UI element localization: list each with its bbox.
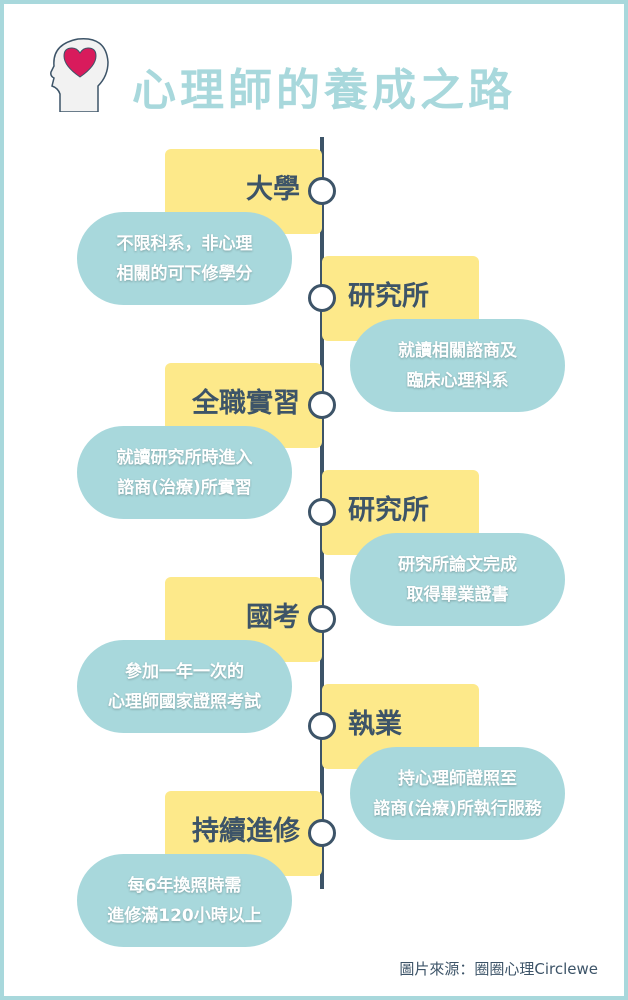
image-source: 圖片來源：圈圈心理Circlewe (399, 960, 598, 978)
step-description-text: 參加一年一次的 心理師國家證照考試 (108, 661, 261, 712)
step-description-text: 持心理師證照至 諮商(治療)所執行服務 (373, 768, 542, 819)
step-label: 全職實習 (192, 388, 300, 419)
step-label: 研究所 (348, 281, 429, 312)
timeline-node (308, 819, 336, 847)
step-description: 研究所論文完成 取得畢業證書 (350, 533, 565, 626)
step-description-text: 就讀研究所時進入 諮商(治療)所實習 (116, 447, 253, 498)
step-description: 就讀相關諮商及 臨床心理科系 (350, 319, 565, 412)
step-label: 國考 (246, 602, 300, 633)
step-description: 每6年換照時需 進修滿120小時以上 (77, 854, 292, 947)
timeline-node (308, 712, 336, 740)
step-description: 持心理師證照至 諮商(治療)所執行服務 (350, 747, 565, 840)
timeline-node (308, 284, 336, 312)
step-description-text: 每6年換照時需 進修滿120小時以上 (107, 875, 262, 926)
step-description: 就讀研究所時進入 諮商(治療)所實習 (77, 426, 292, 519)
head-heart-icon (50, 37, 109, 112)
timeline-node (308, 177, 336, 205)
step-label: 大學 (246, 174, 300, 205)
step-label: 持續進修 (192, 816, 300, 847)
page-title: 心理師的養成之路 (132, 65, 516, 116)
timeline-node (308, 498, 336, 526)
step-description: 不限科系，非心理 相關的可下修學分 (77, 212, 292, 305)
timeline-node (308, 605, 336, 633)
step-label: 研究所 (348, 495, 429, 526)
step-description-text: 不限科系，非心理 相關的可下修學分 (116, 233, 253, 284)
step-description-text: 就讀相關諮商及 臨床心理科系 (398, 340, 517, 391)
step-label: 執業 (348, 709, 402, 740)
step-description: 參加一年一次的 心理師國家證照考試 (77, 640, 292, 733)
step-description-text: 研究所論文完成 取得畢業證書 (398, 554, 517, 605)
timeline-node (308, 391, 336, 419)
